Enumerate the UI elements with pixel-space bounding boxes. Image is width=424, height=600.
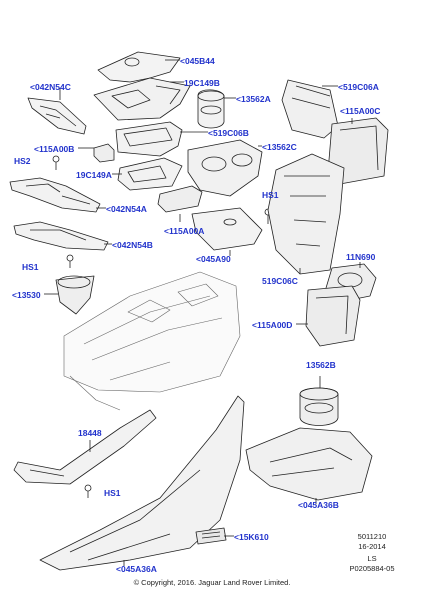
- part-HS1-b: [66, 254, 74, 268]
- callout-HS1-b[interactable]: HS1: [22, 262, 39, 272]
- part-18448: [13, 409, 157, 485]
- callout-115A00A[interactable]: <115A00A: [164, 226, 205, 236]
- callout-042N54A[interactable]: <042N54A: [106, 204, 147, 214]
- copyright: © Copyright, 2016. Jaguar Land Rover Lim…: [133, 578, 291, 587]
- part-19C149B: [93, 77, 191, 121]
- callout-042N54C[interactable]: <042N54C: [30, 82, 71, 92]
- part-HS1-c: [84, 484, 92, 498]
- ref-date: 16-2014: [358, 542, 386, 551]
- callout-045A36A[interactable]: <045A36A: [116, 564, 157, 574]
- callout-11N690[interactable]: 11N690: [346, 252, 376, 262]
- callout-115A00C[interactable]: <115A00C: [340, 106, 381, 116]
- part-115A00D: [305, 285, 361, 347]
- part-042N54C: [27, 97, 87, 135]
- part-045A90: [191, 207, 263, 251]
- callout-19C149B[interactable]: 19C149B: [184, 78, 220, 88]
- callout-HS1-c[interactable]: HS1: [104, 488, 121, 498]
- callout-045A90[interactable]: <045A90: [196, 254, 231, 264]
- callout-519C06C[interactable]: 519C06C: [262, 276, 298, 286]
- callout-13562C[interactable]: <13562C: [262, 142, 297, 152]
- part-13562C: [187, 139, 263, 197]
- callout-115A00D[interactable]: <115A00D: [252, 320, 293, 330]
- callout-115A00B[interactable]: <115A00B: [34, 144, 75, 154]
- part-045A36B: [245, 427, 373, 501]
- part-13562A: [197, 89, 225, 129]
- callout-HS2[interactable]: HS2: [14, 156, 31, 166]
- part-042N54B: [13, 221, 109, 251]
- console-assembly: [63, 271, 241, 411]
- callout-045B44[interactable]: <045B44: [180, 56, 215, 66]
- callout-15K610[interactable]: <15K610: [234, 532, 269, 542]
- callout-18448[interactable]: 18448: [78, 428, 102, 438]
- ref-number: 5011210: [357, 532, 387, 541]
- part-045B44: [97, 51, 181, 83]
- part-519C06B: [115, 121, 183, 157]
- part-HS2: [52, 155, 60, 170]
- part-15K610: [195, 527, 227, 545]
- part-19C149A: [117, 157, 183, 191]
- part-115A00A: [157, 185, 203, 213]
- callout-13530[interactable]: <13530: [12, 290, 41, 300]
- part-042N54A: [9, 177, 101, 213]
- callout-519C06A[interactable]: <519C06A: [338, 82, 379, 92]
- part-115A00B: [93, 143, 115, 163]
- part-13562B: [299, 387, 339, 426]
- callout-13562B[interactable]: 13562B: [306, 360, 336, 370]
- callout-042N54B[interactable]: <042N54B: [112, 240, 153, 250]
- callout-519C06B[interactable]: <519C06B: [208, 128, 249, 138]
- ref-drawing-id: P0205884-05: [349, 564, 395, 573]
- part-519C06A: [281, 79, 339, 139]
- part-045A36A: [39, 395, 245, 571]
- ref-code: LS: [367, 554, 377, 563]
- callout-13562A[interactable]: <13562A: [236, 94, 271, 104]
- callout-045A36B[interactable]: <045A36B: [298, 500, 339, 510]
- callout-19C149A[interactable]: 19C149A: [76, 170, 112, 180]
- callout-HS1-a[interactable]: HS1: [262, 190, 279, 200]
- part-519C06C: [267, 153, 345, 275]
- part-13530: [55, 275, 95, 315]
